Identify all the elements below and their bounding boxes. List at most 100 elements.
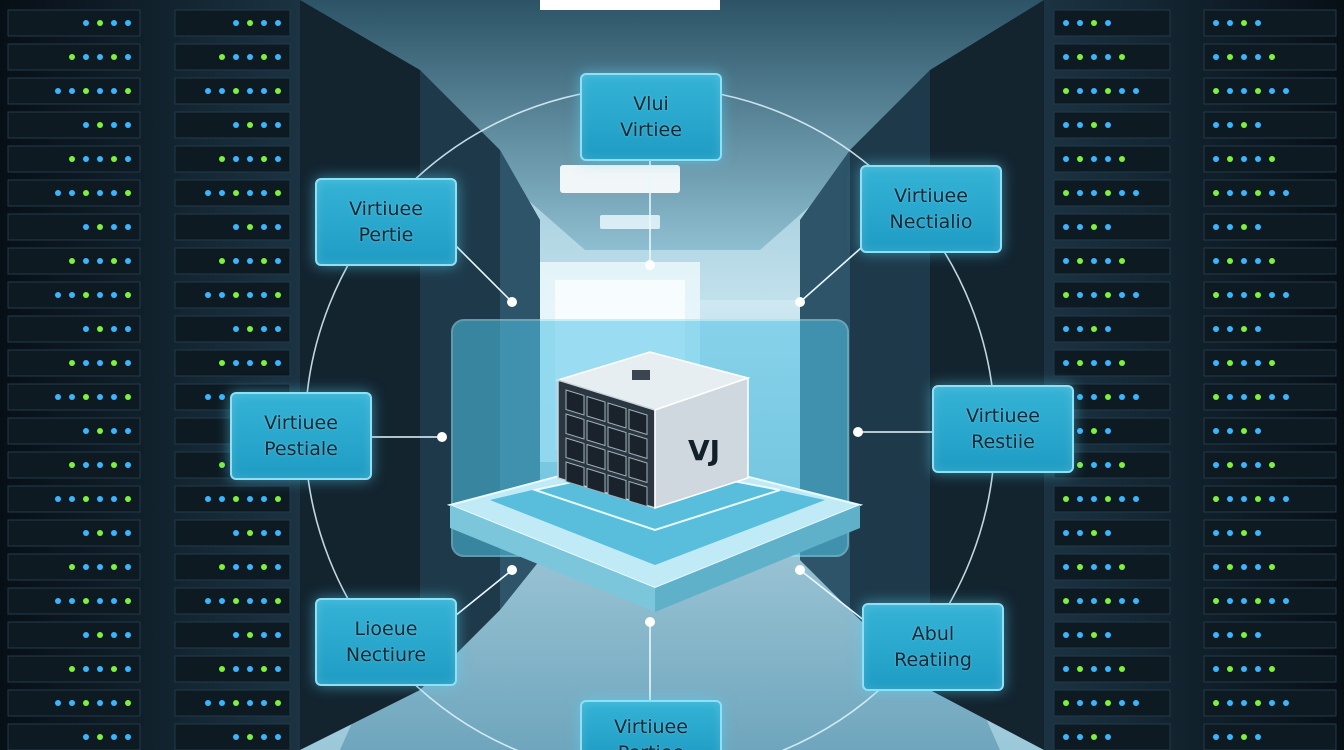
server-led <box>1241 360 1247 366</box>
server-led <box>83 292 89 298</box>
rack-slot <box>1053 553 1171 581</box>
server-led <box>1255 666 1261 672</box>
server-led <box>55 190 61 196</box>
server-led <box>97 156 103 162</box>
server-led <box>1213 496 1219 502</box>
server-led <box>1063 564 1069 570</box>
server-led <box>1213 292 1219 298</box>
server-led <box>1241 496 1247 502</box>
server-led <box>261 666 267 672</box>
server-led <box>1119 156 1125 162</box>
rack-slot <box>174 111 291 139</box>
server-led <box>1105 632 1111 638</box>
server-led <box>1063 54 1069 60</box>
server-led <box>1077 258 1083 264</box>
server-led <box>1063 224 1069 230</box>
rack-slot <box>174 621 291 649</box>
node-left-line2: Pestiale <box>264 438 338 460</box>
server-led <box>1255 156 1261 162</box>
server-led <box>1063 530 1069 536</box>
server-led <box>1077 156 1083 162</box>
server-led <box>1283 292 1289 298</box>
server-led <box>1241 224 1247 230</box>
rack-slot <box>7 417 141 445</box>
server-led <box>83 530 89 536</box>
server-led <box>1105 530 1111 536</box>
server-led <box>1105 326 1111 332</box>
server-led <box>1255 394 1261 400</box>
server-led <box>111 88 117 94</box>
server-led <box>1063 700 1069 706</box>
server-led <box>1063 632 1069 638</box>
node-upper-right-line2: Nectialio <box>889 211 973 233</box>
server-led <box>1133 292 1139 298</box>
server-led <box>1091 20 1097 26</box>
cube-drive-bay <box>607 426 627 453</box>
server-led <box>97 88 103 94</box>
server-led <box>1091 88 1097 94</box>
server-led <box>1213 632 1219 638</box>
server-led <box>1077 224 1083 230</box>
server-led <box>97 462 103 468</box>
server-led <box>1255 428 1261 434</box>
server-led <box>1105 292 1111 298</box>
server-led <box>1269 496 1275 502</box>
server-led <box>261 326 267 332</box>
server-led <box>1283 598 1289 604</box>
server-led <box>1241 530 1247 536</box>
server-led <box>55 700 61 706</box>
server-led <box>1269 360 1275 366</box>
server-led <box>1241 394 1247 400</box>
server-led <box>1063 258 1069 264</box>
server-led <box>55 394 61 400</box>
server-led <box>247 496 253 502</box>
cube-drive-bay <box>565 389 585 416</box>
server-led <box>247 326 253 332</box>
server-led <box>233 360 239 366</box>
server-led <box>261 598 267 604</box>
rack-slot <box>1203 417 1337 445</box>
server-led <box>1077 20 1083 26</box>
server-led <box>83 20 89 26</box>
server-led <box>1213 326 1219 332</box>
cube-drive-bay <box>586 467 606 495</box>
server-led <box>1105 700 1111 706</box>
server-led <box>111 292 117 298</box>
server-led <box>125 564 131 570</box>
server-led <box>1227 88 1233 94</box>
rack-slot <box>1203 111 1337 139</box>
server-led <box>97 496 103 502</box>
server-led <box>1091 666 1097 672</box>
server-led <box>69 258 75 264</box>
server-led <box>1255 632 1261 638</box>
server-led <box>1213 394 1219 400</box>
server-led <box>219 394 225 400</box>
server-led <box>205 190 211 196</box>
server-led <box>275 258 281 264</box>
server-led <box>1119 666 1125 672</box>
server-led <box>1241 700 1247 706</box>
server-led <box>1255 462 1261 468</box>
server-led <box>111 394 117 400</box>
server-led <box>55 598 61 604</box>
server-led <box>261 224 267 230</box>
server-led <box>1283 88 1289 94</box>
server-led <box>247 530 253 536</box>
server-led <box>1283 700 1289 706</box>
server-led <box>111 462 117 468</box>
server-led <box>125 20 131 26</box>
server-led <box>111 700 117 706</box>
server-led <box>125 598 131 604</box>
cube-drive-bay <box>565 461 585 488</box>
server-led <box>1077 666 1083 672</box>
server-led <box>1227 54 1233 60</box>
node-top: Vlui Virtiee <box>580 73 722 161</box>
connectors <box>372 161 932 700</box>
rack-slot <box>7 213 141 241</box>
server-led <box>261 292 267 298</box>
server-led <box>275 632 281 638</box>
server-led <box>1255 734 1261 740</box>
server-led <box>69 564 75 570</box>
platform <box>446 450 864 612</box>
server-led <box>1255 258 1261 264</box>
